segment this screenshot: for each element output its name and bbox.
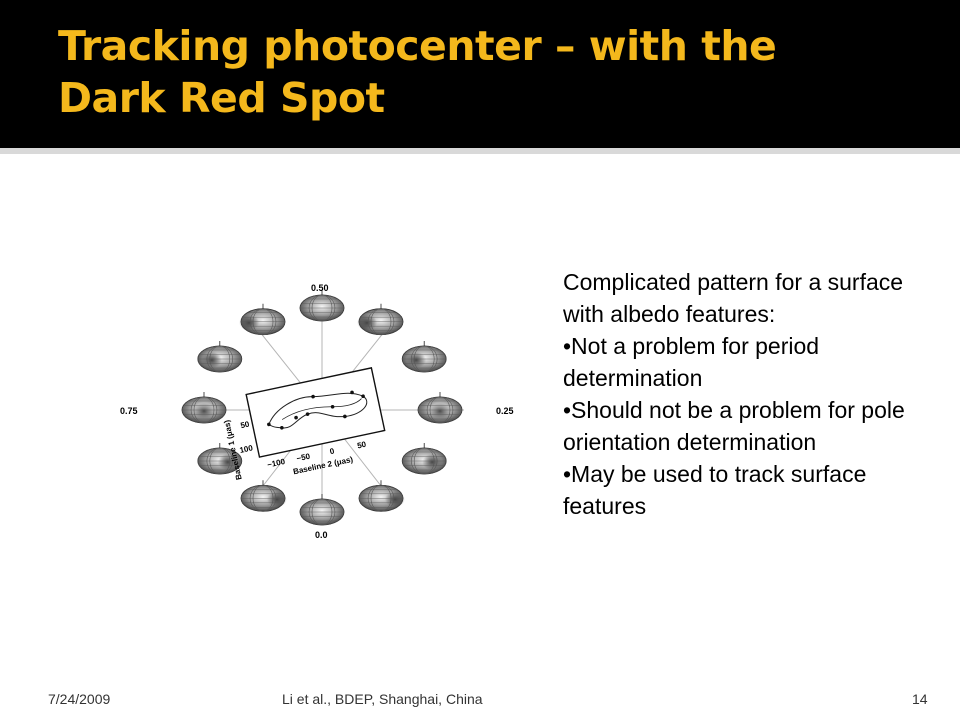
title-divider xyxy=(0,148,960,154)
tick-label-b2-minus50: −50 xyxy=(296,452,312,464)
tick-label-b1-50: 50 xyxy=(240,419,251,430)
spheroid xyxy=(299,290,345,322)
tick-label-b2-minus100: −100 xyxy=(266,457,286,470)
photocenter-figure: 50 100 −100 −50 0 50 Baseline 2 (μas) Ba… xyxy=(112,272,532,548)
spheroid xyxy=(401,341,447,373)
title-bar xyxy=(0,0,960,148)
tick-label-b1-100: 100 xyxy=(239,443,254,455)
track-point xyxy=(311,394,315,399)
tick-label-b2-0: 0 xyxy=(329,446,336,456)
spheroid-group xyxy=(181,290,463,526)
footer-date: 7/24/2009 xyxy=(48,691,111,707)
track-point xyxy=(280,425,284,430)
spheroid xyxy=(417,392,463,424)
spheroid xyxy=(197,443,243,475)
track-point xyxy=(361,394,365,399)
spheroid xyxy=(358,480,405,512)
footer-page-number: 14 xyxy=(912,691,928,707)
photocenter-diagram: 50 100 −100 −50 0 50 Baseline 2 (μas) Ba… xyxy=(120,283,514,540)
slide-body: Complicated pattern for a surface with a… xyxy=(563,266,933,522)
phase-label-bottom: 0.0 xyxy=(315,530,328,540)
track-point xyxy=(305,412,310,416)
body-bullet-2: •Should not be a problem for pole orient… xyxy=(563,397,905,455)
spheroid xyxy=(239,303,286,336)
baseline-plot: 50 100 −100 −50 0 50 Baseline 2 (μas) Ba… xyxy=(222,367,386,481)
slide-title: Tracking photocenter – with the Dark Red… xyxy=(58,20,938,124)
track-points xyxy=(267,390,365,430)
spheroid xyxy=(240,480,287,512)
spheroid xyxy=(357,303,404,336)
body-bullet-1: •Not a problem for period determination xyxy=(563,333,820,391)
phase-label-top: 0.50 xyxy=(311,283,329,293)
track-point xyxy=(343,414,347,419)
footer-citation: Li et al., BDEP, Shanghai, China xyxy=(282,691,483,707)
spheroid xyxy=(197,341,243,373)
track-point xyxy=(267,422,271,427)
tick-label-b2-50: 50 xyxy=(356,440,367,451)
track-point xyxy=(330,404,335,409)
track-point xyxy=(294,415,298,420)
track-point xyxy=(350,390,354,395)
spheroid xyxy=(299,494,345,526)
slide-title-line-1: Tracking photocenter – with the xyxy=(58,22,777,70)
slide-title-line-2: Dark Red Spot xyxy=(58,74,385,122)
body-bullet-3: •May be used to track surface features xyxy=(563,461,867,519)
spheroid xyxy=(401,443,447,475)
phase-label-right: 0.25 xyxy=(496,406,514,416)
spheroid xyxy=(181,392,227,424)
phase-label-left: 0.75 xyxy=(120,406,138,416)
body-intro: Complicated pattern for a surface with a… xyxy=(563,269,904,327)
